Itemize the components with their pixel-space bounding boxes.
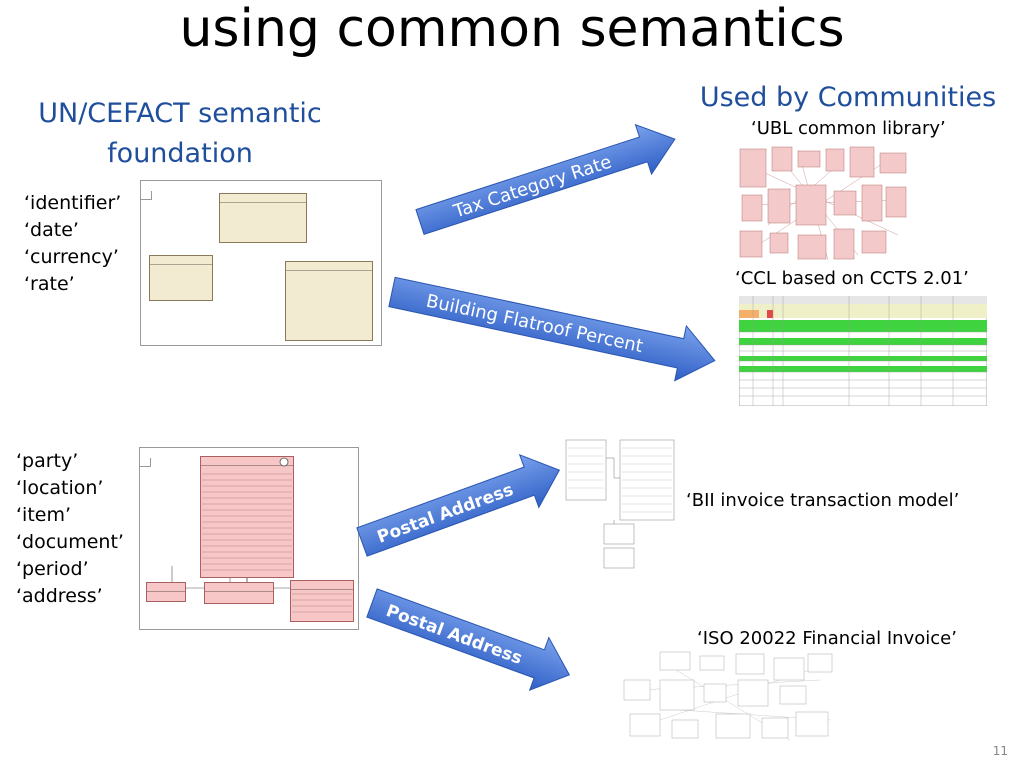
term-item: ‘party’ xyxy=(16,450,79,472)
address-diagram xyxy=(139,447,359,630)
uml-class-box xyxy=(285,261,373,341)
terms-bottom-list: ‘party’ ‘location’ ‘item’ ‘document’ ‘pe… xyxy=(16,448,124,610)
page-number: 11 xyxy=(992,744,1008,758)
left-heading-line1: UN/CEFACT semantic xyxy=(38,98,322,129)
term-item: ‘period’ xyxy=(16,558,89,580)
arrow-label: Tax Category Rate xyxy=(450,152,614,223)
ubl-library-thumbnail xyxy=(739,146,907,261)
terms-top-list: ‘identifier’ ‘date’ ‘currency’ ‘rate’ xyxy=(24,190,121,298)
ccl-table-thumbnail xyxy=(739,296,987,406)
arrow-postal-address-up: Postal Address xyxy=(356,453,561,557)
diagram-tab xyxy=(140,458,151,467)
class-lines xyxy=(202,457,352,613)
uml-class-box xyxy=(146,582,186,602)
arrow-tax-category-rate: Tax Category Rate xyxy=(415,123,676,235)
term-item: ‘item’ xyxy=(16,504,72,526)
uml-class-box xyxy=(219,193,307,243)
caption-ccl: ‘CCL based on CCTS 2.01’ xyxy=(735,268,969,289)
bii-model-thumbnail xyxy=(565,439,675,569)
term-item: ‘identifier’ xyxy=(24,192,122,214)
uml-class-box xyxy=(290,580,354,622)
term-item: ‘location’ xyxy=(16,477,104,499)
diagram-tab xyxy=(141,191,152,200)
uml-class-box xyxy=(200,456,294,578)
term-item: ‘currency’ xyxy=(24,246,119,268)
left-heading-line2: foundation xyxy=(107,138,253,169)
term-item: ‘document’ xyxy=(16,531,124,553)
term-item: ‘address’ xyxy=(16,585,103,607)
caption-bii: ‘BII invoice transaction model’ xyxy=(686,490,960,511)
term-item: ‘date’ xyxy=(24,219,79,241)
right-heading: Used by Communities xyxy=(699,82,997,113)
core-component-diagram xyxy=(140,180,382,346)
arrow-building-flatroof-percent: Building Flatroof Percent xyxy=(388,276,716,382)
class-icon xyxy=(279,457,289,467)
term-item: ‘rate’ xyxy=(24,273,75,295)
caption-iso: ‘ISO 20022 Financial Invoice’ xyxy=(697,628,957,649)
arrow-postal-address-down: Postal Address xyxy=(366,588,571,692)
iso-20022-thumbnail xyxy=(623,651,833,741)
caption-ubl: ‘UBL common library’ xyxy=(751,118,946,139)
slide-title: using common semantics xyxy=(179,0,845,59)
uml-class-box xyxy=(149,255,213,301)
uml-class-box xyxy=(204,582,274,604)
